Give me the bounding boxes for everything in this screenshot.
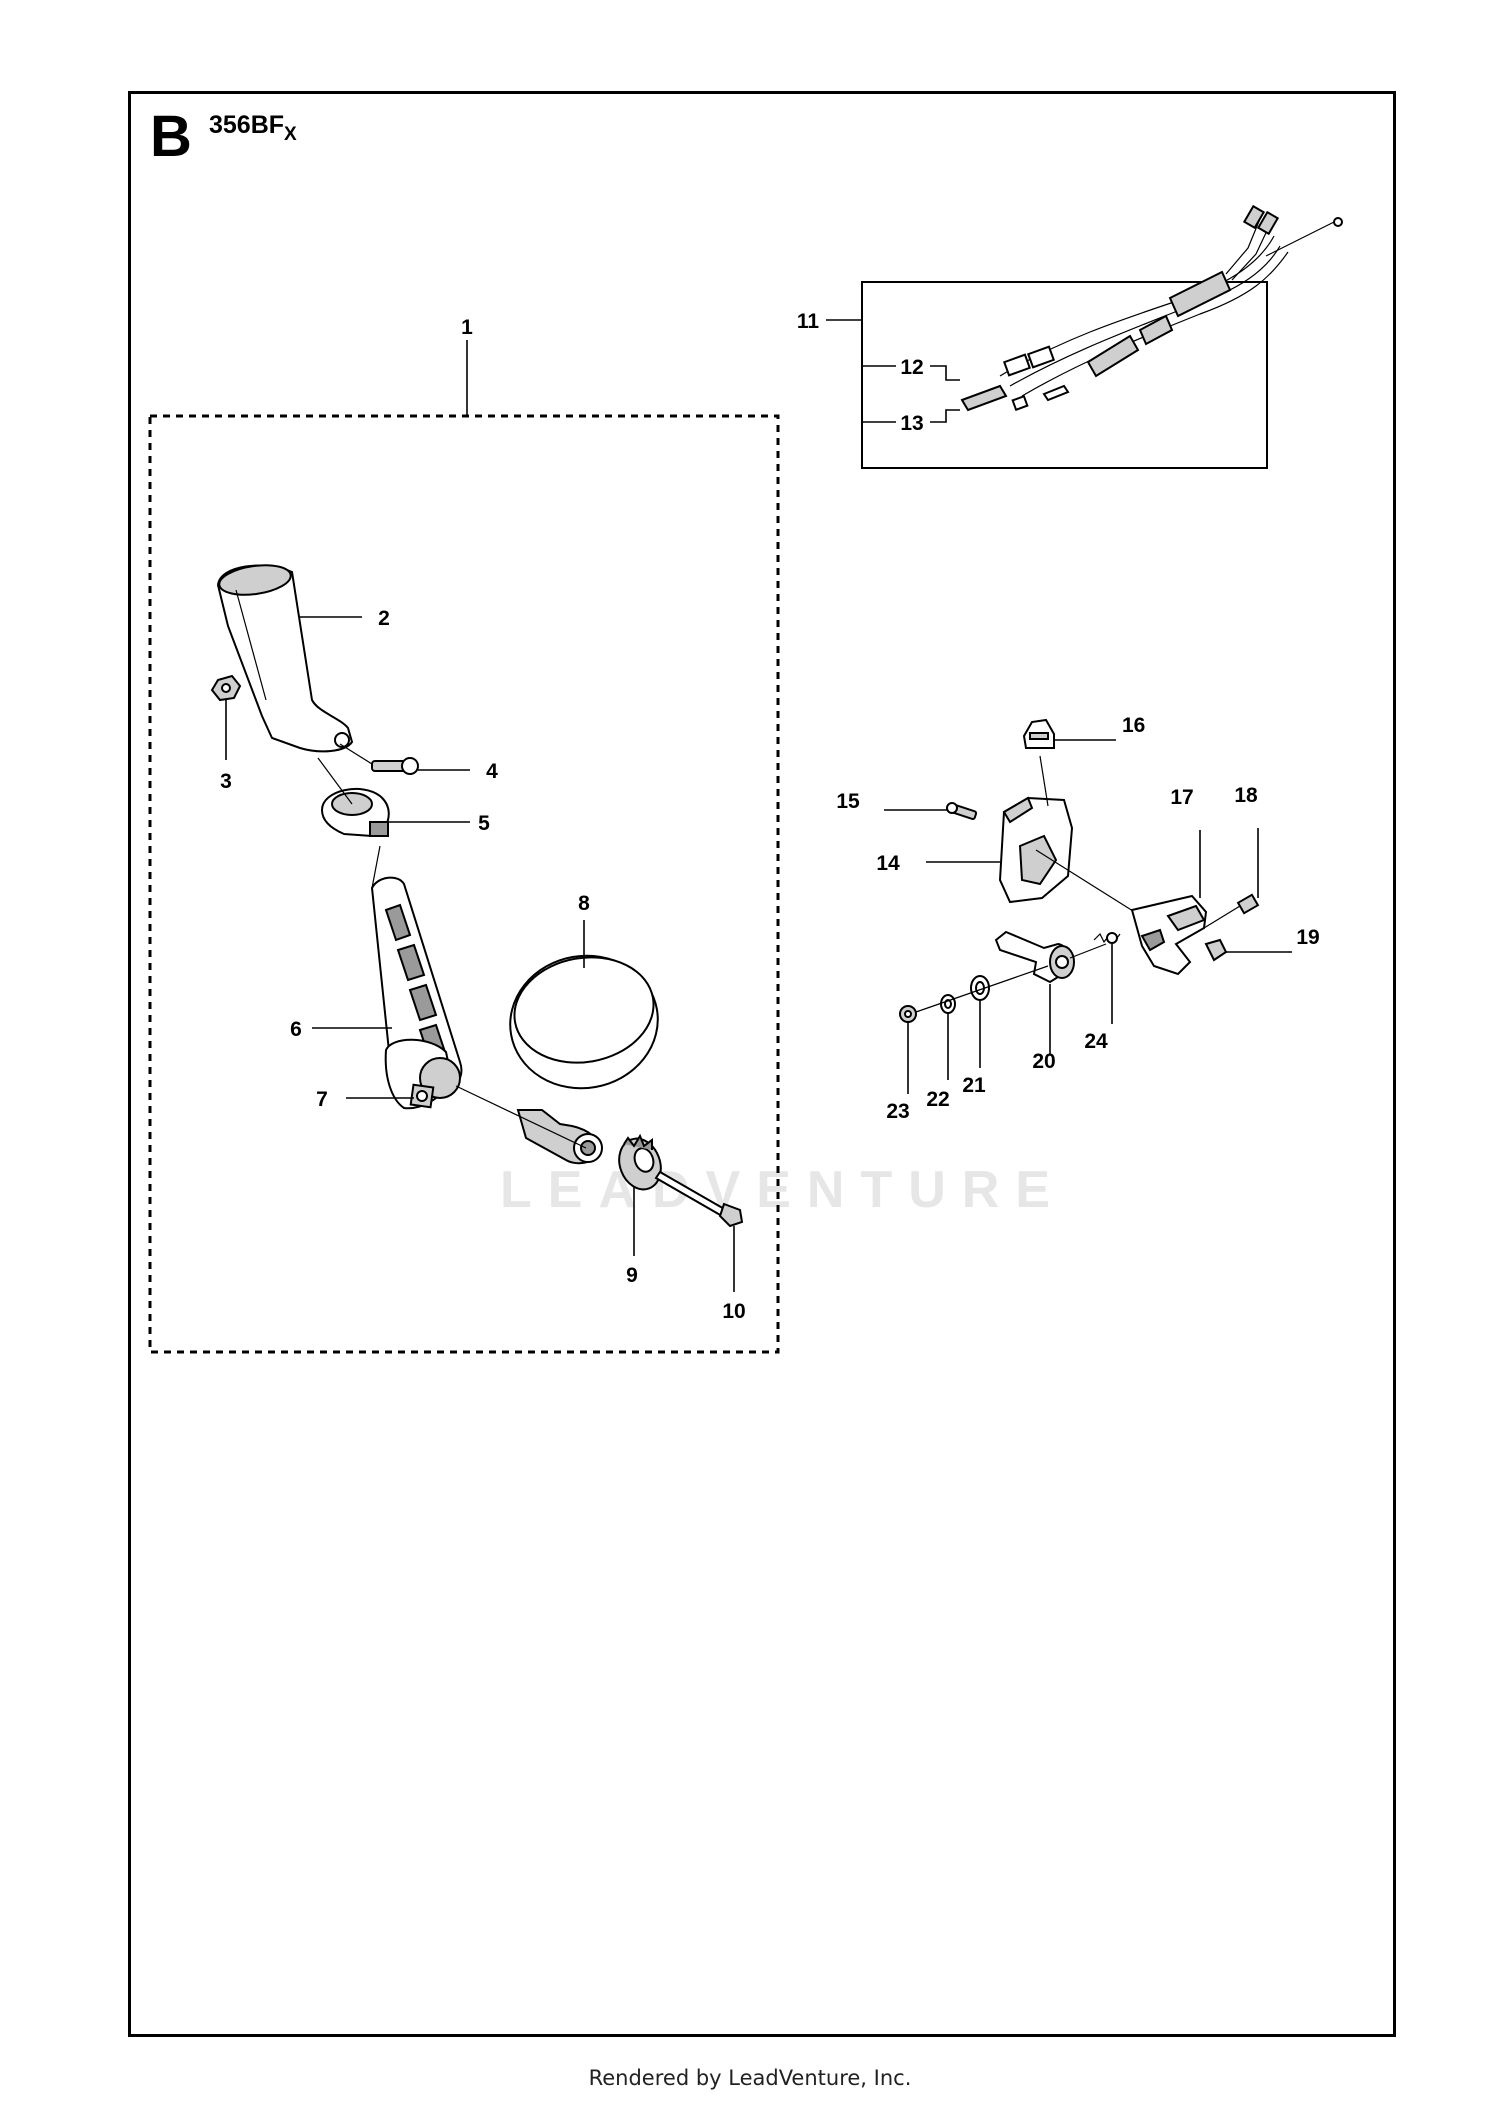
clip-part xyxy=(1204,938,1228,962)
callout-17: 17 xyxy=(1170,786,1193,809)
callout-16: 16 xyxy=(1122,714,1145,737)
ring-clamp-part xyxy=(455,954,659,1165)
nut-part xyxy=(210,674,242,702)
switch-bracket-part xyxy=(1130,894,1208,976)
cable-harness-part xyxy=(960,204,1343,412)
bolt-part-18 xyxy=(1203,893,1260,929)
watermark-text: LEADVENTURE xyxy=(500,1161,1067,1219)
callout-11: 11 xyxy=(797,310,820,333)
model-label: 356BFX xyxy=(209,111,297,145)
assembly-group-box xyxy=(148,414,780,1354)
callout-12: 12 xyxy=(900,356,923,379)
callout-18: 18 xyxy=(1234,784,1258,807)
housing-part xyxy=(998,755,1161,929)
callout-19: 19 xyxy=(1296,926,1319,949)
model-suffix: X xyxy=(284,124,297,145)
decal-part xyxy=(1022,718,1055,749)
knob-part xyxy=(618,1133,662,1191)
callout-6: 6 xyxy=(290,1018,302,1041)
callout-1: 1 xyxy=(461,316,473,339)
trigger-part xyxy=(994,930,1107,984)
screw-part xyxy=(339,743,419,775)
callout-3: 3 xyxy=(220,770,232,793)
leader-13-tick xyxy=(930,409,960,423)
bolt-part xyxy=(654,1170,744,1228)
washer-part-22 xyxy=(940,994,956,1014)
callout-15: 15 xyxy=(836,790,860,813)
clamp-part xyxy=(317,757,390,838)
diagram-frame xyxy=(128,91,1396,2037)
callout-21: 21 xyxy=(962,1074,986,1097)
leader-12-tick xyxy=(930,365,960,381)
spring-part xyxy=(1093,932,1121,944)
callout-23: 23 xyxy=(886,1100,909,1123)
callout-20: 20 xyxy=(1032,1050,1055,1073)
square-nut-part xyxy=(409,1083,435,1109)
callout-2: 2 xyxy=(378,607,390,630)
callout-10: 10 xyxy=(722,1300,745,1323)
screw-part-15 xyxy=(946,802,978,820)
callout-13: 13 xyxy=(900,412,923,435)
callout-22: 22 xyxy=(926,1088,949,1111)
callout-24: 24 xyxy=(1084,1030,1108,1053)
handle-grip-part xyxy=(216,564,354,753)
model-number: 356BF xyxy=(209,111,285,139)
callout-7: 7 xyxy=(316,1088,328,1111)
callout-8: 8 xyxy=(578,892,590,915)
section-letter: B xyxy=(150,104,192,169)
callout-5: 5 xyxy=(478,812,490,835)
footer-credit: Rendered by LeadVenture, Inc. xyxy=(588,2066,912,2090)
callout-14: 14 xyxy=(876,852,900,875)
cable-kit-box xyxy=(861,281,1268,469)
callout-4: 4 xyxy=(486,760,498,783)
tube-part xyxy=(370,845,463,1110)
callout-9: 9 xyxy=(626,1264,638,1287)
